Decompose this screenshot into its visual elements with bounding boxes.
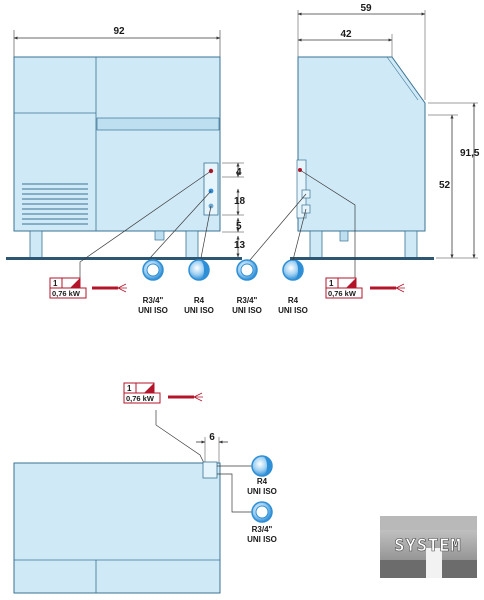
dim-side-height-body: 52 xyxy=(439,180,451,191)
vent-grille xyxy=(22,183,88,225)
dim-front-4: 4 xyxy=(236,167,242,178)
svg-text:UNI ISO: UNI ISO xyxy=(247,487,277,496)
dim-top-offset: 6 xyxy=(209,432,215,443)
system-logo: SYSTEM xyxy=(380,516,477,578)
front-cabinet xyxy=(13,56,221,232)
drain-connection-top: R3/4" UNI ISO xyxy=(247,501,277,544)
dim-side-height-total: 91,5 xyxy=(460,148,480,159)
power-phase: 1 xyxy=(53,279,58,288)
water-inlet-front: R4 UNI ISO xyxy=(184,259,214,315)
leader-lines-front xyxy=(79,170,212,278)
dim-front-width: 92 xyxy=(113,26,125,37)
dim-front-5: 5 xyxy=(236,221,242,232)
power-rating: 0,76 kW xyxy=(52,289,81,298)
svg-text:UNI ISO: UNI ISO xyxy=(278,306,308,315)
logo-text: SYSTEM xyxy=(394,536,461,556)
svg-text:UNI ISO: UNI ISO xyxy=(138,306,168,315)
top-view: 1 0,76 kW 6 R4 UNI ISO R3/4" xyxy=(13,382,277,594)
power-label-top: 1 0,76 kW xyxy=(123,382,203,404)
svg-text:R4: R4 xyxy=(257,477,268,486)
svg-text:UNI ISO: UNI ISO xyxy=(247,535,277,544)
leader-lines-side xyxy=(249,169,356,278)
foot xyxy=(29,230,43,259)
side-view: 59 42 91,5 52 xyxy=(290,3,480,260)
dim-side-depth-total: 59 xyxy=(360,3,372,14)
svg-text:0,76 kW: 0,76 kW xyxy=(126,394,155,403)
svg-text:0,76 kW: 0,76 kW xyxy=(328,289,357,298)
water-inlet-top: R4 UNI ISO xyxy=(247,455,277,496)
connection-block-top xyxy=(202,461,218,479)
svg-text:1: 1 xyxy=(329,279,334,288)
dim-front-18: 18 xyxy=(234,196,246,207)
svg-text:R4: R4 xyxy=(194,296,205,305)
power-label-side: 1 0,76 kW xyxy=(325,277,405,299)
dim-side-depth-body: 42 xyxy=(340,29,352,40)
svg-text:R3/4": R3/4" xyxy=(143,296,164,305)
power-label-front: 1 0,76 kW xyxy=(49,277,127,299)
drain-connection-mid: R3/4" UNI ISO xyxy=(232,259,262,315)
front-view: 92 xyxy=(6,26,246,260)
svg-text:1: 1 xyxy=(127,384,132,393)
svg-text:R4: R4 xyxy=(288,296,299,305)
front-door-handle xyxy=(96,117,220,131)
drain-connection-front: R3/4" UNI ISO xyxy=(138,259,168,315)
water-inlet-side: R4 UNI ISO xyxy=(278,259,308,315)
floor-side xyxy=(290,257,434,260)
svg-text:R3/4": R3/4" xyxy=(237,296,258,305)
connection-plate-side xyxy=(296,159,307,219)
top-cabinet xyxy=(13,462,221,594)
dim-front-13: 13 xyxy=(234,240,246,251)
svg-text:R3/4": R3/4" xyxy=(252,525,273,534)
svg-text:UNI ISO: UNI ISO xyxy=(232,306,262,315)
floor-front xyxy=(6,257,242,260)
svg-text:UNI ISO: UNI ISO xyxy=(184,306,214,315)
foot xyxy=(185,230,199,259)
